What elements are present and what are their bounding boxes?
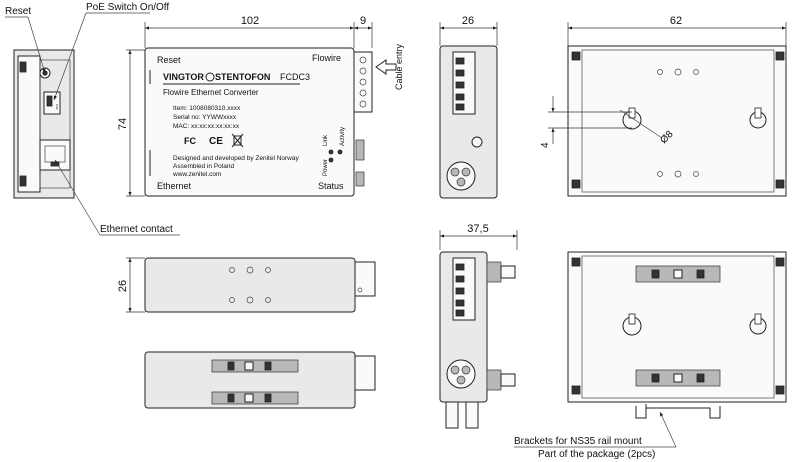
side-view xyxy=(439,45,498,199)
connector-dimension-9: 9 xyxy=(354,15,373,48)
din-rail-bracket-icon xyxy=(635,265,721,283)
svg-text:37,5: 37,5 xyxy=(467,223,488,235)
back-dimension-62: 62 xyxy=(567,15,787,46)
model: FCDC3 xyxy=(280,72,310,82)
svg-text:CE: CE xyxy=(209,136,223,147)
designed-by: Designed and developed by Zenitel Norway xyxy=(173,155,299,162)
svg-text:FC: FC xyxy=(184,136,196,146)
brackets-callout-line2: Part of the package (2pcs) xyxy=(538,449,655,460)
side-dimension-26: 26 xyxy=(439,15,498,46)
back-view-with-brackets xyxy=(567,251,787,403)
svg-text:102: 102 xyxy=(241,15,259,27)
mac: MAC: xx:xx:xx:xx:xx:xx xyxy=(173,123,240,130)
mounted-dimension-37-5: 37,5 xyxy=(439,223,518,250)
ethernet-contact-callout: Ethernet contact xyxy=(100,224,173,235)
bottom-view xyxy=(144,257,376,313)
keyhole-icon xyxy=(749,313,767,335)
serial: Serial no: YYWWxxxx xyxy=(173,114,237,121)
rj45-port-icon[interactable] xyxy=(39,139,71,171)
bottom-dimension-26: 26 xyxy=(117,257,145,313)
label-flowire: Flowire xyxy=(312,53,341,63)
keyhole-icon xyxy=(622,313,642,336)
front-view: Reset Flowire VINGTOR STENTOFON FCDC3 Fl… xyxy=(144,47,355,197)
website: www.zenitel.com xyxy=(172,171,221,178)
label-ethernet: Ethernet xyxy=(157,181,192,191)
din-rail-bracket-icon xyxy=(211,391,299,405)
bottom-view-with-brackets xyxy=(144,351,376,409)
svg-text:9: 9 xyxy=(360,15,366,27)
side-view-mounted xyxy=(439,251,516,429)
left-side-view: PoE xyxy=(13,49,75,199)
item: Item: 1008080310.xxxx xyxy=(173,105,241,112)
din-rail-bracket-icon xyxy=(635,369,721,387)
svg-text:PoE: PoE xyxy=(55,104,59,110)
brackets-callout-line1: Brackets for NS35 rail mount xyxy=(514,436,642,447)
svg-text:26: 26 xyxy=(462,15,474,27)
brand-left: VINGTOR xyxy=(163,72,204,82)
label-status: Status xyxy=(318,181,344,191)
svg-text:74: 74 xyxy=(117,118,129,130)
label-reset: Reset xyxy=(157,55,181,65)
hole-dimension-4: 4 xyxy=(540,96,632,148)
brand-right: STENTOFON xyxy=(215,72,270,82)
din-rail-bracket-icon xyxy=(211,359,299,373)
keyhole-icon xyxy=(749,107,767,129)
cable-entry-arrow-icon xyxy=(375,59,397,75)
assembled: Assembled in Poland xyxy=(173,163,234,170)
led-activity: Activity xyxy=(340,127,346,146)
front-dimension-74: 74 xyxy=(117,49,145,197)
keyhole-icon xyxy=(622,107,642,130)
cable-entry-label: Cable entry xyxy=(394,43,404,90)
front-dimension-102: 102 xyxy=(144,15,355,48)
weee-bin-icon xyxy=(231,133,244,148)
svg-text:62: 62 xyxy=(670,15,682,27)
poe-switch-icon[interactable]: PoE xyxy=(43,91,61,115)
poe-switch-callout: PoE Switch On/Off xyxy=(86,2,169,13)
reset-callout: Reset xyxy=(5,6,31,17)
ce-mark-icon: CE xyxy=(209,136,223,147)
back-view xyxy=(567,45,787,197)
led-link: Link xyxy=(323,134,329,146)
svg-text:4: 4 xyxy=(540,142,551,148)
svg-text:26: 26 xyxy=(117,280,129,292)
din-rail-icon xyxy=(635,404,721,419)
led-power: Power xyxy=(323,159,329,176)
fcc-mark-icon: FC xyxy=(184,136,196,146)
product-name: Flowire Ethernet Converter xyxy=(163,88,259,97)
terminal-block-icon xyxy=(353,51,373,187)
